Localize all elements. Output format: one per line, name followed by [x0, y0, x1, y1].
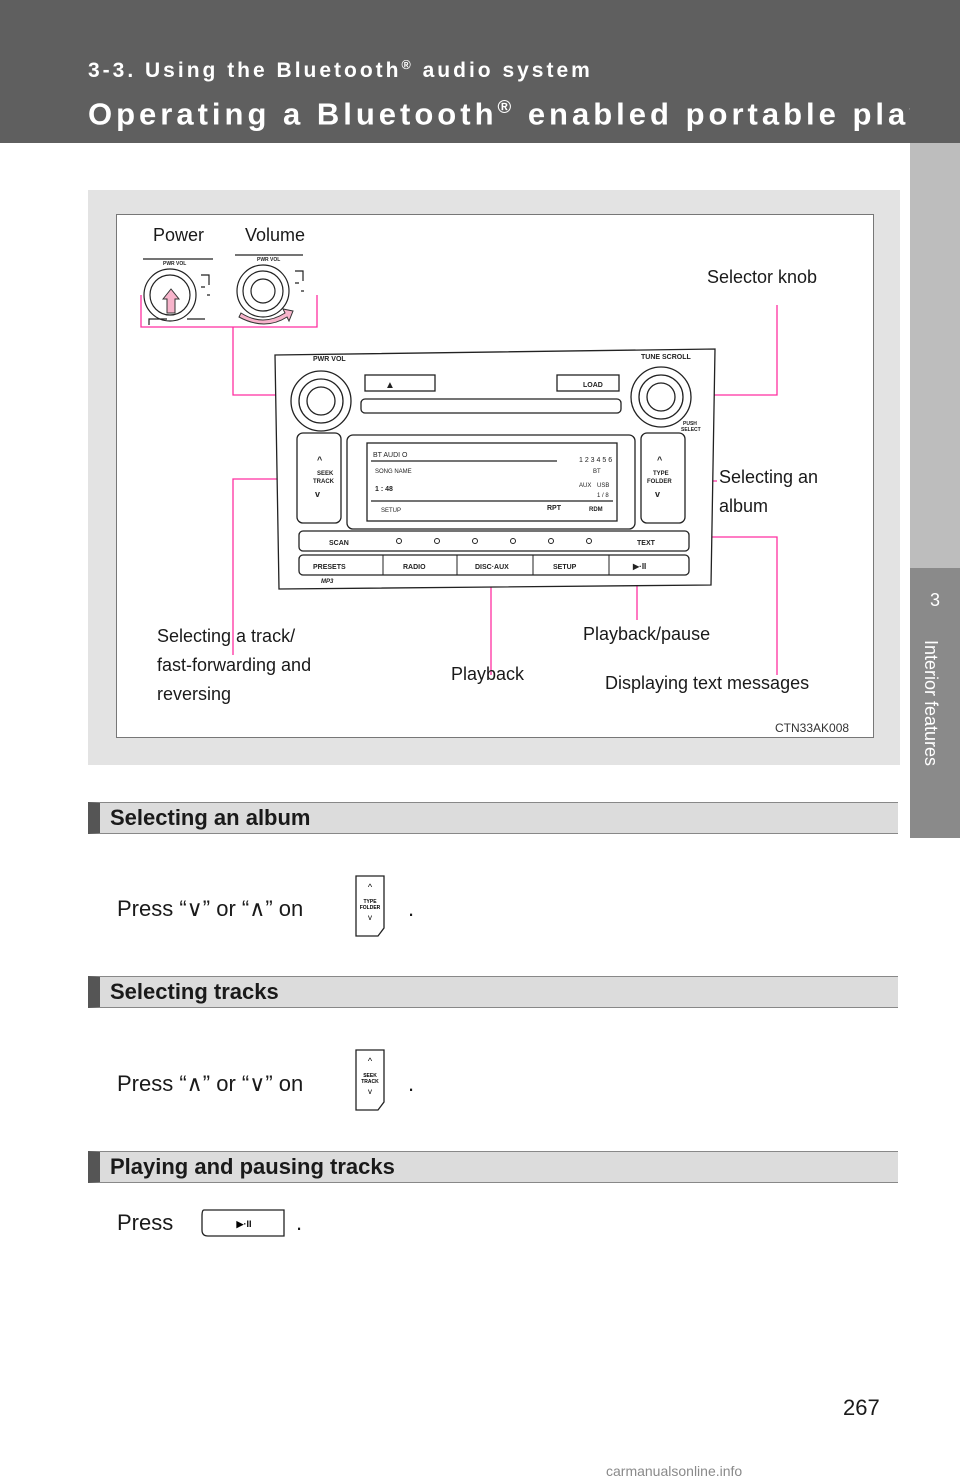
instruction-play-pause-end: . [296, 1210, 303, 1235]
svg-text:PWR VOL: PWR VOL [163, 261, 186, 267]
svg-text:TYPE: TYPE [363, 899, 377, 905]
svg-text:PWR VOL: PWR VOL [313, 356, 346, 363]
page-number: 267 [843, 1395, 880, 1420]
svg-text:1 : 48: 1 : 48 [375, 486, 393, 493]
svg-text:RADIO: RADIO [403, 564, 426, 571]
svg-text:1 / 8: 1 / 8 [597, 493, 609, 499]
instruction-tracks-end: . [408, 1071, 415, 1096]
svg-text:v: v [368, 913, 372, 922]
svg-text:v: v [655, 489, 660, 499]
page-header: 3-3. Using the Bluetooth® audio system O… [0, 0, 960, 143]
label-selecting-track: Selecting a track/ fast-forwarding and r… [157, 626, 312, 704]
svg-text:PUSH: PUSH [683, 421, 697, 427]
svg-text:FOLDER: FOLDER [360, 905, 381, 911]
watermark: carmanualsonline.info [606, 1463, 743, 1479]
svg-text:USB: USB [597, 483, 609, 489]
page-title: Operating a Bluetooth® enabled portable … [88, 96, 960, 132]
svg-text:MP3: MP3 [321, 579, 334, 585]
chapter-side-tab: 3 Interior features [910, 0, 960, 1484]
svg-text:SELECT: SELECT [681, 427, 701, 433]
svg-text:SETUP: SETUP [381, 508, 401, 514]
svg-text:PWR VOL: PWR VOL [257, 257, 280, 263]
power-volume-inset: PWR VOL PWR VOL [143, 254, 304, 325]
svg-text:RPT: RPT [547, 505, 562, 512]
svg-text:^: ^ [317, 455, 323, 465]
label-playback: Playback [451, 664, 525, 684]
instruction-album-end: . [408, 896, 415, 921]
svg-text:SEEK: SEEK [317, 471, 334, 477]
svg-text:1 2 3 4 5 6: 1 2 3 4 5 6 [579, 457, 612, 464]
svg-text:v: v [315, 489, 320, 499]
chapter-number: 3 [929, 590, 940, 610]
label-selector-knob: Selector knob [707, 267, 818, 287]
audio-unit-drawing: PWR VOL PWR VOL [140, 254, 778, 675]
svg-text:TYPE: TYPE [653, 471, 669, 477]
svg-text:SETUP: SETUP [553, 564, 577, 571]
svg-text:SCAN: SCAN [329, 540, 349, 547]
section-heading-play-pause: Playing and pausing tracks [88, 1151, 898, 1183]
svg-text:DISC·AUX: DISC·AUX [475, 564, 509, 571]
svg-text:SONG NAME: SONG NAME [375, 469, 412, 475]
section-heading-album: Selecting an album [88, 802, 898, 834]
svg-text:FOLDER: FOLDER [647, 479, 672, 485]
svg-text:SEEK: SEEK [363, 1073, 377, 1079]
audio-unit-figure: PWR VOL PWR VOL [116, 214, 874, 738]
seek-track-button-icon: ^ SEEK TRACK v [355, 1049, 385, 1111]
label-selecting-album: Selecting an album [719, 467, 819, 516]
svg-text:TUNE SCROLL: TUNE SCROLL [641, 354, 692, 361]
type-folder-button-icon: ^ TYPE FOLDER v [355, 875, 385, 937]
label-displaying-text: Displaying text messages [605, 673, 810, 693]
chapter-label: Interior features [921, 640, 941, 767]
svg-text:PRESETS: PRESETS [313, 564, 346, 571]
svg-text:v: v [368, 1087, 372, 1096]
svg-text:▲: ▲ [385, 380, 395, 391]
svg-text:TEXT: TEXT [637, 540, 656, 547]
svg-text:TRACK: TRACK [361, 1079, 379, 1085]
figure-code: CTN33AK008 [775, 721, 850, 735]
svg-text:TRACK: TRACK [313, 479, 335, 485]
svg-text:RDM: RDM [589, 507, 603, 513]
label-volume: Volume [245, 225, 306, 245]
svg-text:LOAD: LOAD [583, 382, 603, 389]
svg-text:▶·II: ▶·II [236, 1219, 252, 1229]
instruction-play-pause: Press [117, 1210, 174, 1235]
svg-text:BT: BT [593, 469, 601, 475]
svg-text:^: ^ [657, 455, 663, 465]
svg-text:▶·II: ▶·II [632, 562, 646, 571]
section-heading-tracks: Selecting tracks [88, 976, 898, 1008]
svg-text:BT AUDI O: BT AUDI O [373, 452, 408, 459]
label-power: Power [153, 225, 205, 245]
label-playback-pause: Playback/pause [583, 624, 711, 644]
instruction-tracks: Press “∧” or “∨” on [117, 1071, 304, 1096]
svg-text:^: ^ [368, 1056, 373, 1066]
instruction-album: Press “∨” or “∧” on [117, 896, 304, 921]
play-pause-button-icon: ▶·II [201, 1209, 285, 1237]
svg-text:AUX: AUX [579, 483, 591, 489]
section-subtitle: 3-3. Using the Bluetooth® audio system [88, 58, 593, 82]
svg-text:^: ^ [368, 882, 373, 892]
